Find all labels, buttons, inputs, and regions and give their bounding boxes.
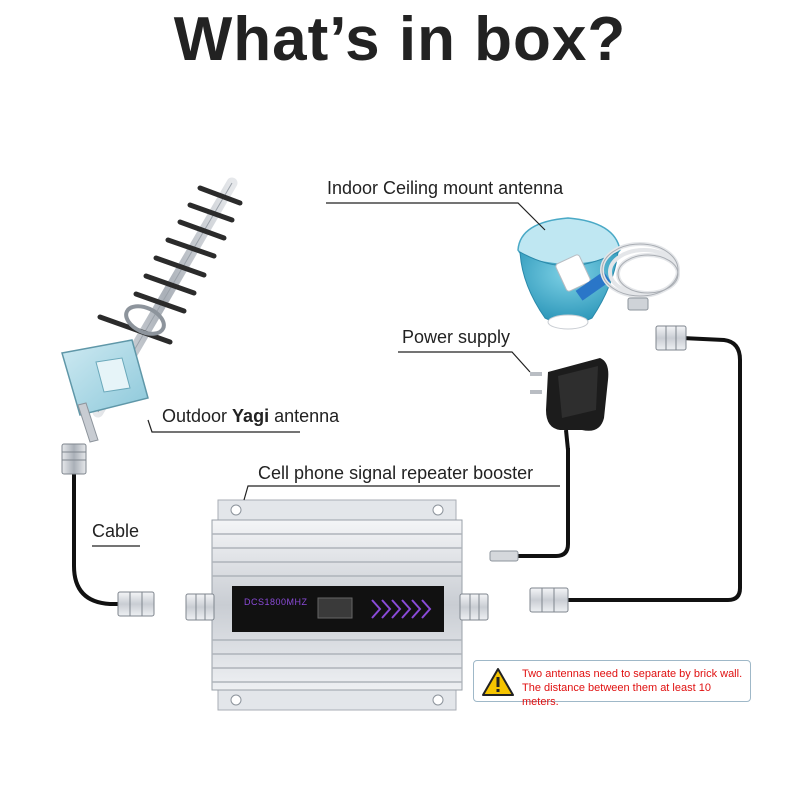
label-cable: Cable	[92, 521, 140, 541]
ceiling-antenna	[517, 217, 680, 330]
connectors	[61, 325, 687, 617]
callout-lines	[92, 202, 560, 547]
label-booster: Cell phone signal repeater booster	[258, 463, 534, 483]
label-outdoor-prefix: Outdoor	[162, 406, 233, 426]
yagi-antenna	[61, 177, 243, 443]
warning-text: Two antennas need to separate by brick w…	[522, 667, 750, 709]
label-power-supply: Power supply	[402, 327, 511, 347]
cables	[72, 336, 742, 606]
signal-booster	[185, 499, 489, 711]
label-indoor-antenna: Indoor Ceiling mount antenna	[327, 178, 564, 198]
warning-box: Two antennas need to separate by brick w…	[473, 660, 751, 708]
power-adapter	[530, 358, 609, 451]
warning-triangle-icon	[482, 668, 514, 696]
warning-line-2: The distance between them at least 10 me…	[522, 682, 711, 708]
label-outdoor-suffix: antenna	[269, 406, 340, 426]
signal-arrows-icon	[371, 599, 432, 619]
label-outdoor-bold: Yagi	[232, 406, 270, 426]
warning-line-1: Two antennas need to separate by brick w…	[522, 668, 743, 680]
page-title: What’s in box?	[173, 5, 627, 74]
lcd-screen	[317, 597, 353, 619]
label-outdoor-antenna: Outdoor Yagi antenna	[162, 405, 339, 427]
device-band-label: DCS1800MHZ	[244, 597, 308, 607]
